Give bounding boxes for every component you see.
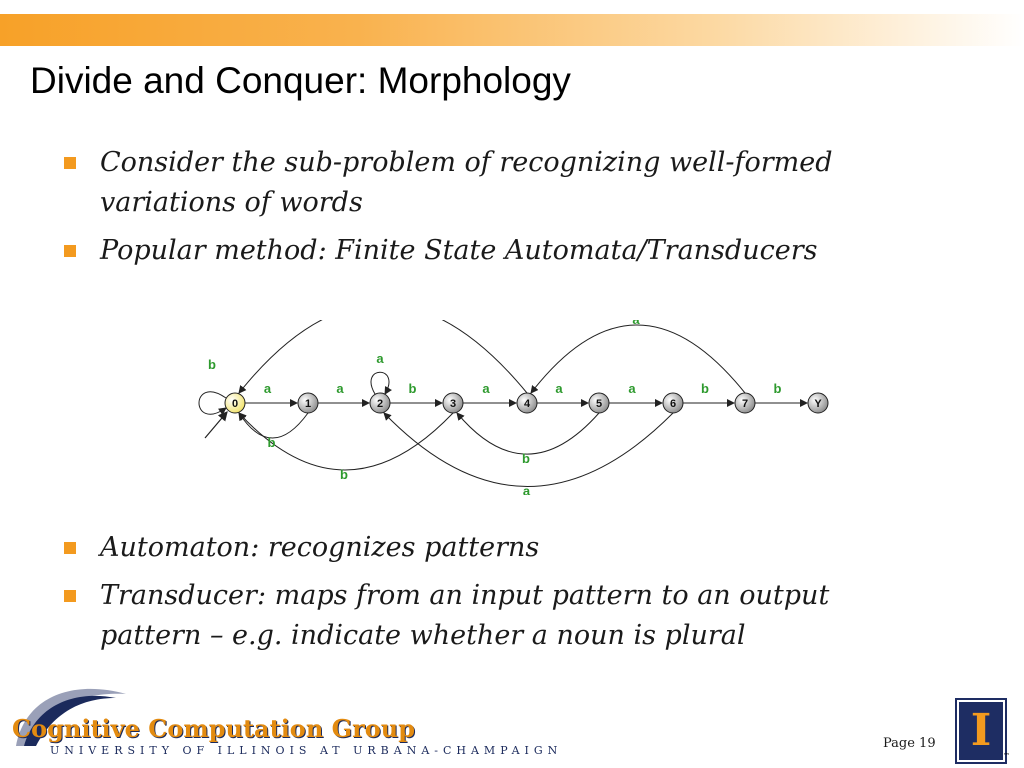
trademark-mark: ™ — [1003, 752, 1010, 760]
transition-label: b — [409, 381, 417, 396]
transition-label: b — [774, 381, 782, 396]
transition-edge — [238, 412, 309, 439]
bullet-text: Automaton: recognizes patterns — [100, 532, 540, 563]
start-arrow — [204, 411, 228, 439]
state-label: 7 — [742, 398, 748, 410]
university-emblem-icon: I — [955, 698, 1007, 764]
bullet-text: Popular method: Finite State Automata/Tr… — [100, 235, 818, 266]
transition-edge — [456, 412, 600, 455]
transition-label: a — [523, 483, 531, 495]
state-node: Y — [807, 392, 829, 414]
state-node: 4 — [516, 392, 538, 414]
state-label: 0 — [232, 398, 238, 410]
transition-label: b — [340, 467, 348, 482]
state-node: 5 — [588, 392, 610, 414]
state-node: 3 — [442, 392, 464, 414]
title-accent-bar — [0, 14, 1024, 46]
state-node: 1 — [297, 392, 319, 414]
bullet-square-icon — [64, 157, 76, 169]
transition-label: a — [632, 320, 640, 327]
transition-label: a — [482, 381, 490, 396]
transition-edge — [530, 324, 746, 394]
state-label: 1 — [305, 398, 311, 410]
transition-edge — [198, 391, 227, 416]
bullet-square-icon — [64, 590, 76, 602]
bullet-square-icon — [64, 245, 76, 257]
slide-title: Divide and Conquer: Morphology — [30, 60, 571, 101]
swoosh-icon — [16, 688, 126, 746]
state-node: 6 — [662, 392, 684, 414]
bullet-item: Consider the sub-problem of recognizing … — [62, 143, 932, 223]
bullet-list-top: Consider the sub-problem of recognizing … — [62, 143, 932, 279]
state-node: 2 — [369, 392, 391, 414]
transition-label: a — [376, 351, 384, 366]
bullet-text: Consider the sub-problem of recognizing … — [100, 147, 833, 218]
transition-edge — [370, 371, 392, 395]
state-node: 0 — [224, 392, 246, 414]
state-nodes: 0 1 2 3 4 5 6 7 Y — [224, 392, 829, 414]
transition-label: b — [701, 381, 709, 396]
state-label: 3 — [450, 398, 456, 410]
bullet-item: Transducer: maps from an input pattern t… — [62, 576, 932, 656]
transition-label: b — [208, 357, 216, 372]
bullet-list-bottom: Automaton: recognizes patterns Transduce… — [62, 528, 932, 664]
logo-subtitle: UNIVERSITY OF ILLINOIS AT URBANA-CHAMPAI… — [50, 744, 563, 757]
logo-title: Cognitive Computation Group — [12, 714, 415, 743]
transition-edges — [198, 320, 808, 487]
transition-label: a — [628, 381, 636, 396]
transition-label: a — [336, 381, 344, 396]
state-node: 7 — [734, 392, 756, 414]
bullet-item: Popular method: Finite State Automata/Tr… — [62, 231, 932, 271]
transition-edge — [383, 412, 674, 487]
state-label: 4 — [524, 398, 531, 410]
page-number: Page 19 — [883, 736, 936, 751]
transition-label: b — [268, 435, 276, 450]
state-label: Y — [814, 398, 822, 410]
transition-edge — [238, 412, 454, 471]
bullet-text: Transducer: maps from an input pattern t… — [100, 580, 830, 651]
transition-labels: baaabaaabbbabbba — [208, 320, 782, 495]
transition-label: b — [522, 451, 530, 466]
state-label: 6 — [670, 398, 676, 410]
emblem-letter: I — [970, 705, 992, 756]
bullet-square-icon — [64, 542, 76, 554]
state-label: 2 — [377, 398, 383, 410]
transition-label: a — [555, 381, 563, 396]
bullet-item: Automaton: recognizes patterns — [62, 528, 932, 568]
cognitive-computation-group-logo: Cognitive Computation Group UNIVERSITY O… — [6, 684, 557, 764]
transition-label: a — [264, 381, 272, 396]
transition-edge — [238, 320, 528, 394]
state-label: 5 — [596, 398, 602, 410]
